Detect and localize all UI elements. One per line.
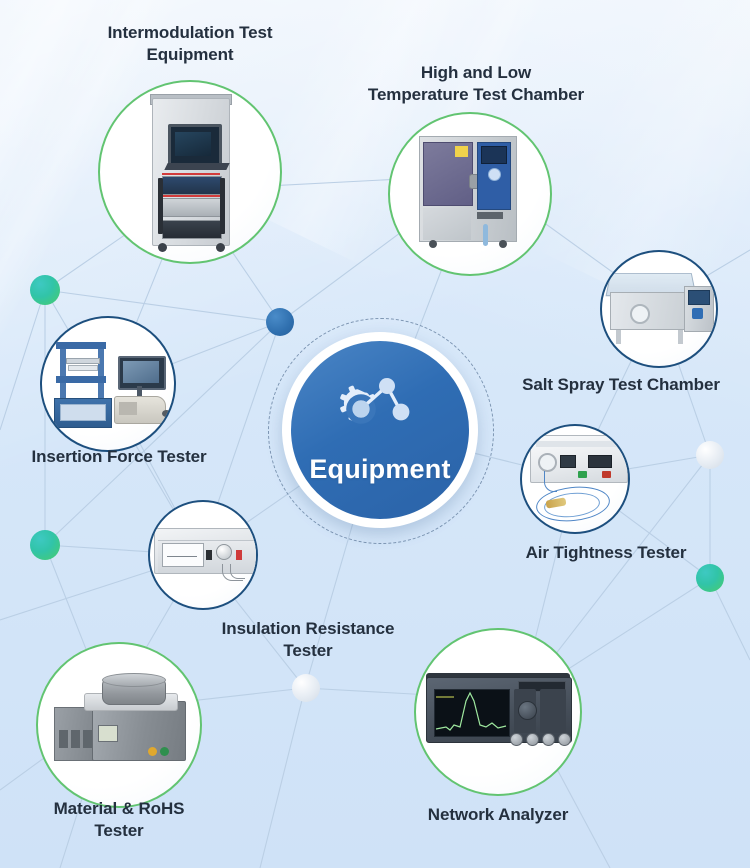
insertion-force-tester-label: Insertion Force Tester: [31, 447, 207, 466]
intermodulation-test-equipment-label: Intermodulation Test Equipment: [107, 23, 273, 64]
air-tightness-tester-photo-disc[interactable]: [520, 424, 630, 534]
salt-spray-chamber-photo-disc[interactable]: [600, 250, 718, 368]
material-and-rohs-tester-label: Material & RoHS Tester: [53, 799, 185, 840]
network-analyzer-photo-disc[interactable]: [414, 628, 582, 796]
air-tightness-tester-label: Air Tightness Tester: [525, 543, 687, 562]
decor-dot-right-green: [696, 564, 724, 592]
salt-spray-test-chamber-label: Salt Spray Test Chamber: [522, 375, 720, 394]
intermodulation-test-equipment-photo-disc[interactable]: [98, 80, 282, 264]
salt-spray-chamber-photo: [604, 270, 714, 348]
hub-dashed-ring: [268, 318, 494, 544]
center-hub-inner[interactable]: Equipment: [291, 341, 469, 519]
insertion-force-tester-photo-disc[interactable]: [40, 316, 176, 452]
insulation-resistance-tester-label: Insulation Resistance Tester: [221, 619, 395, 660]
decor-dot-center-blue: [266, 308, 294, 336]
equipment-rack-photo: [134, 94, 246, 252]
insertion-force-tester-photo: [44, 336, 172, 432]
gear-network-icon: [340, 377, 410, 424]
decor-dot-bottom-gray: [292, 674, 320, 702]
analyzer-trace-icon: [435, 691, 507, 731]
rohs-tester-photo: [44, 673, 194, 773]
decor-dot-right-gray: [696, 441, 724, 469]
center-hub[interactable]: Equipment: [282, 332, 478, 528]
insulation-resistance-tester-photo-disc[interactable]: [148, 500, 258, 610]
air-tightness-tester-photo: [522, 431, 628, 527]
decor-dot-left-lower: [30, 530, 60, 560]
insulation-resistance-tester-photo: [150, 524, 256, 586]
center-hub-label: Equipment: [309, 453, 451, 484]
network-analyzer-photo: [422, 671, 574, 753]
rohs-tester-photo-disc[interactable]: [36, 642, 202, 808]
temperature-chamber-photo-disc[interactable]: [388, 112, 552, 276]
network-analyzer-label: Network Analyzer: [427, 805, 569, 824]
decor-dot-left-upper: [30, 275, 60, 305]
temperature-chamber-photo: [411, 134, 529, 254]
high-and-low-temperature-test-chamber-label: High and Low Temperature Test Chamber: [367, 63, 585, 104]
